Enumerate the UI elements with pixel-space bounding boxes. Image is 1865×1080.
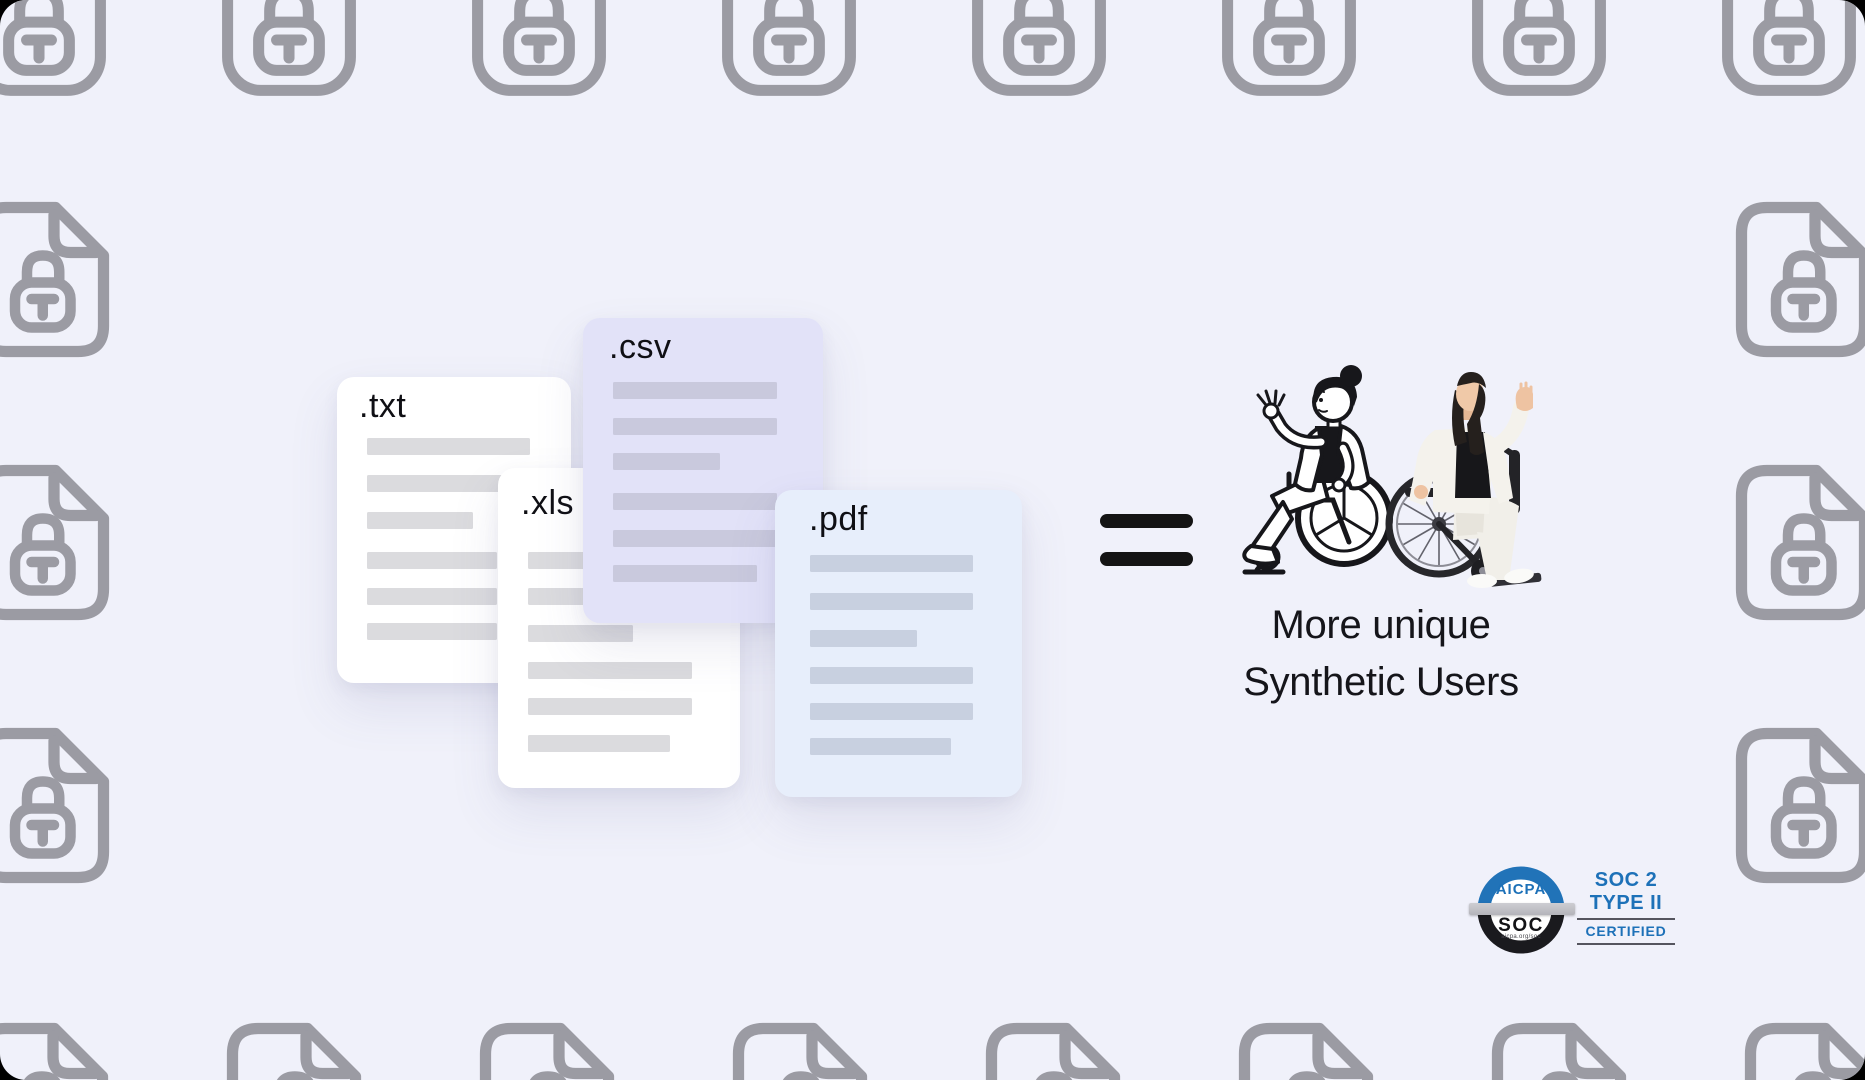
- locked-document-icon: [1742, 208, 1865, 352]
- illustrated-wheelchair-user: [1242, 365, 1393, 575]
- placeholder-text-line: [367, 512, 473, 529]
- placeholder-text-line: [528, 625, 633, 642]
- lock-in-square-icon: [1228, 0, 1351, 90]
- photo-wheelchair-user: [1385, 372, 1542, 588]
- seal-crossbar: [1469, 903, 1575, 915]
- locked-document-icon: [0, 208, 104, 352]
- placeholder-text-line: [810, 667, 973, 684]
- caption-line-1: More unique: [1271, 603, 1491, 647]
- locked-document-icon: [739, 1029, 862, 1080]
- file-extension-label: .txt: [359, 387, 407, 425]
- placeholder-text-line: [613, 453, 720, 470]
- placeholder-text-line: [810, 630, 917, 647]
- placeholder-text-line: [367, 438, 530, 455]
- caption-line-2: Synthetic Users: [1243, 660, 1519, 704]
- locked-document-icon: [233, 1029, 356, 1080]
- wheelchair-users-illustration: [1242, 365, 1542, 588]
- aicpa-label: AICPA: [1495, 881, 1547, 898]
- lock-in-square-icon: [0, 0, 100, 90]
- aicpa-soc-seal: AICPA SOC aicpa.org/soc: [1469, 866, 1575, 954]
- placeholder-text-line: [810, 738, 951, 755]
- placeholder-text-line: [367, 623, 497, 640]
- placeholder-text-line: [810, 555, 973, 572]
- lock-in-square-icon: [228, 0, 351, 90]
- locked-document-icon: [992, 1029, 1115, 1080]
- lock-in-square-icon: [728, 0, 851, 90]
- equals-sign: [1100, 514, 1193, 566]
- lock-in-square-icon: [478, 0, 601, 90]
- lock-in-square-icon: [1728, 0, 1851, 90]
- placeholder-text-line: [613, 530, 777, 547]
- soc2-certification-text: SOC 2 TYPE II CERTIFIED: [1577, 869, 1675, 948]
- lock-in-square-icon: [978, 0, 1101, 90]
- placeholder-text-line: [613, 493, 777, 510]
- placeholder-text-line: [367, 475, 528, 492]
- locked-document-icon: [0, 471, 104, 615]
- placeholder-text-line: [528, 698, 692, 715]
- certified-line: CERTIFIED: [1585, 923, 1667, 939]
- type2-line: TYPE II: [1589, 892, 1663, 914]
- soc-url-label: aicpa.org/soc: [1501, 934, 1541, 940]
- placeholder-text-line: [367, 588, 497, 605]
- placeholder-text-line: [810, 593, 973, 610]
- locked-document-icon: [1751, 1029, 1865, 1080]
- placeholder-text-line: [613, 418, 777, 435]
- locked-document-icon: [1245, 1029, 1368, 1080]
- file-extension-label: .pdf: [809, 500, 868, 538]
- file-extension-label: .xls: [521, 484, 574, 522]
- placeholder-text-line: [367, 552, 497, 569]
- result-caption: More unique Synthetic Users: [1146, 597, 1616, 711]
- badge-divider: [1577, 943, 1675, 945]
- locked-document-icon: [1742, 734, 1865, 878]
- file-extension-label: .csv: [609, 328, 672, 366]
- placeholder-text-line: [528, 735, 670, 752]
- placeholder-text-line: [810, 703, 973, 720]
- equals-bottom-bar: [1100, 552, 1193, 566]
- locked-document-icon: [0, 734, 104, 878]
- placeholder-text-line: [613, 565, 757, 582]
- equals-top-bar: [1100, 514, 1193, 528]
- locked-document-icon: [0, 1029, 103, 1080]
- locked-document-icon: [1742, 471, 1865, 615]
- file-card-pdf: .pdf: [775, 490, 1022, 797]
- soc-label: SOC: [1498, 915, 1544, 936]
- placeholder-text-line: [613, 382, 777, 399]
- badge-divider: [1577, 918, 1675, 920]
- lock-in-square-icon: [1478, 0, 1601, 90]
- locked-document-icon: [486, 1029, 609, 1080]
- placeholder-text-line: [528, 662, 692, 679]
- locked-document-icon: [1498, 1029, 1621, 1080]
- soc2-line: SOC 2: [1594, 869, 1658, 891]
